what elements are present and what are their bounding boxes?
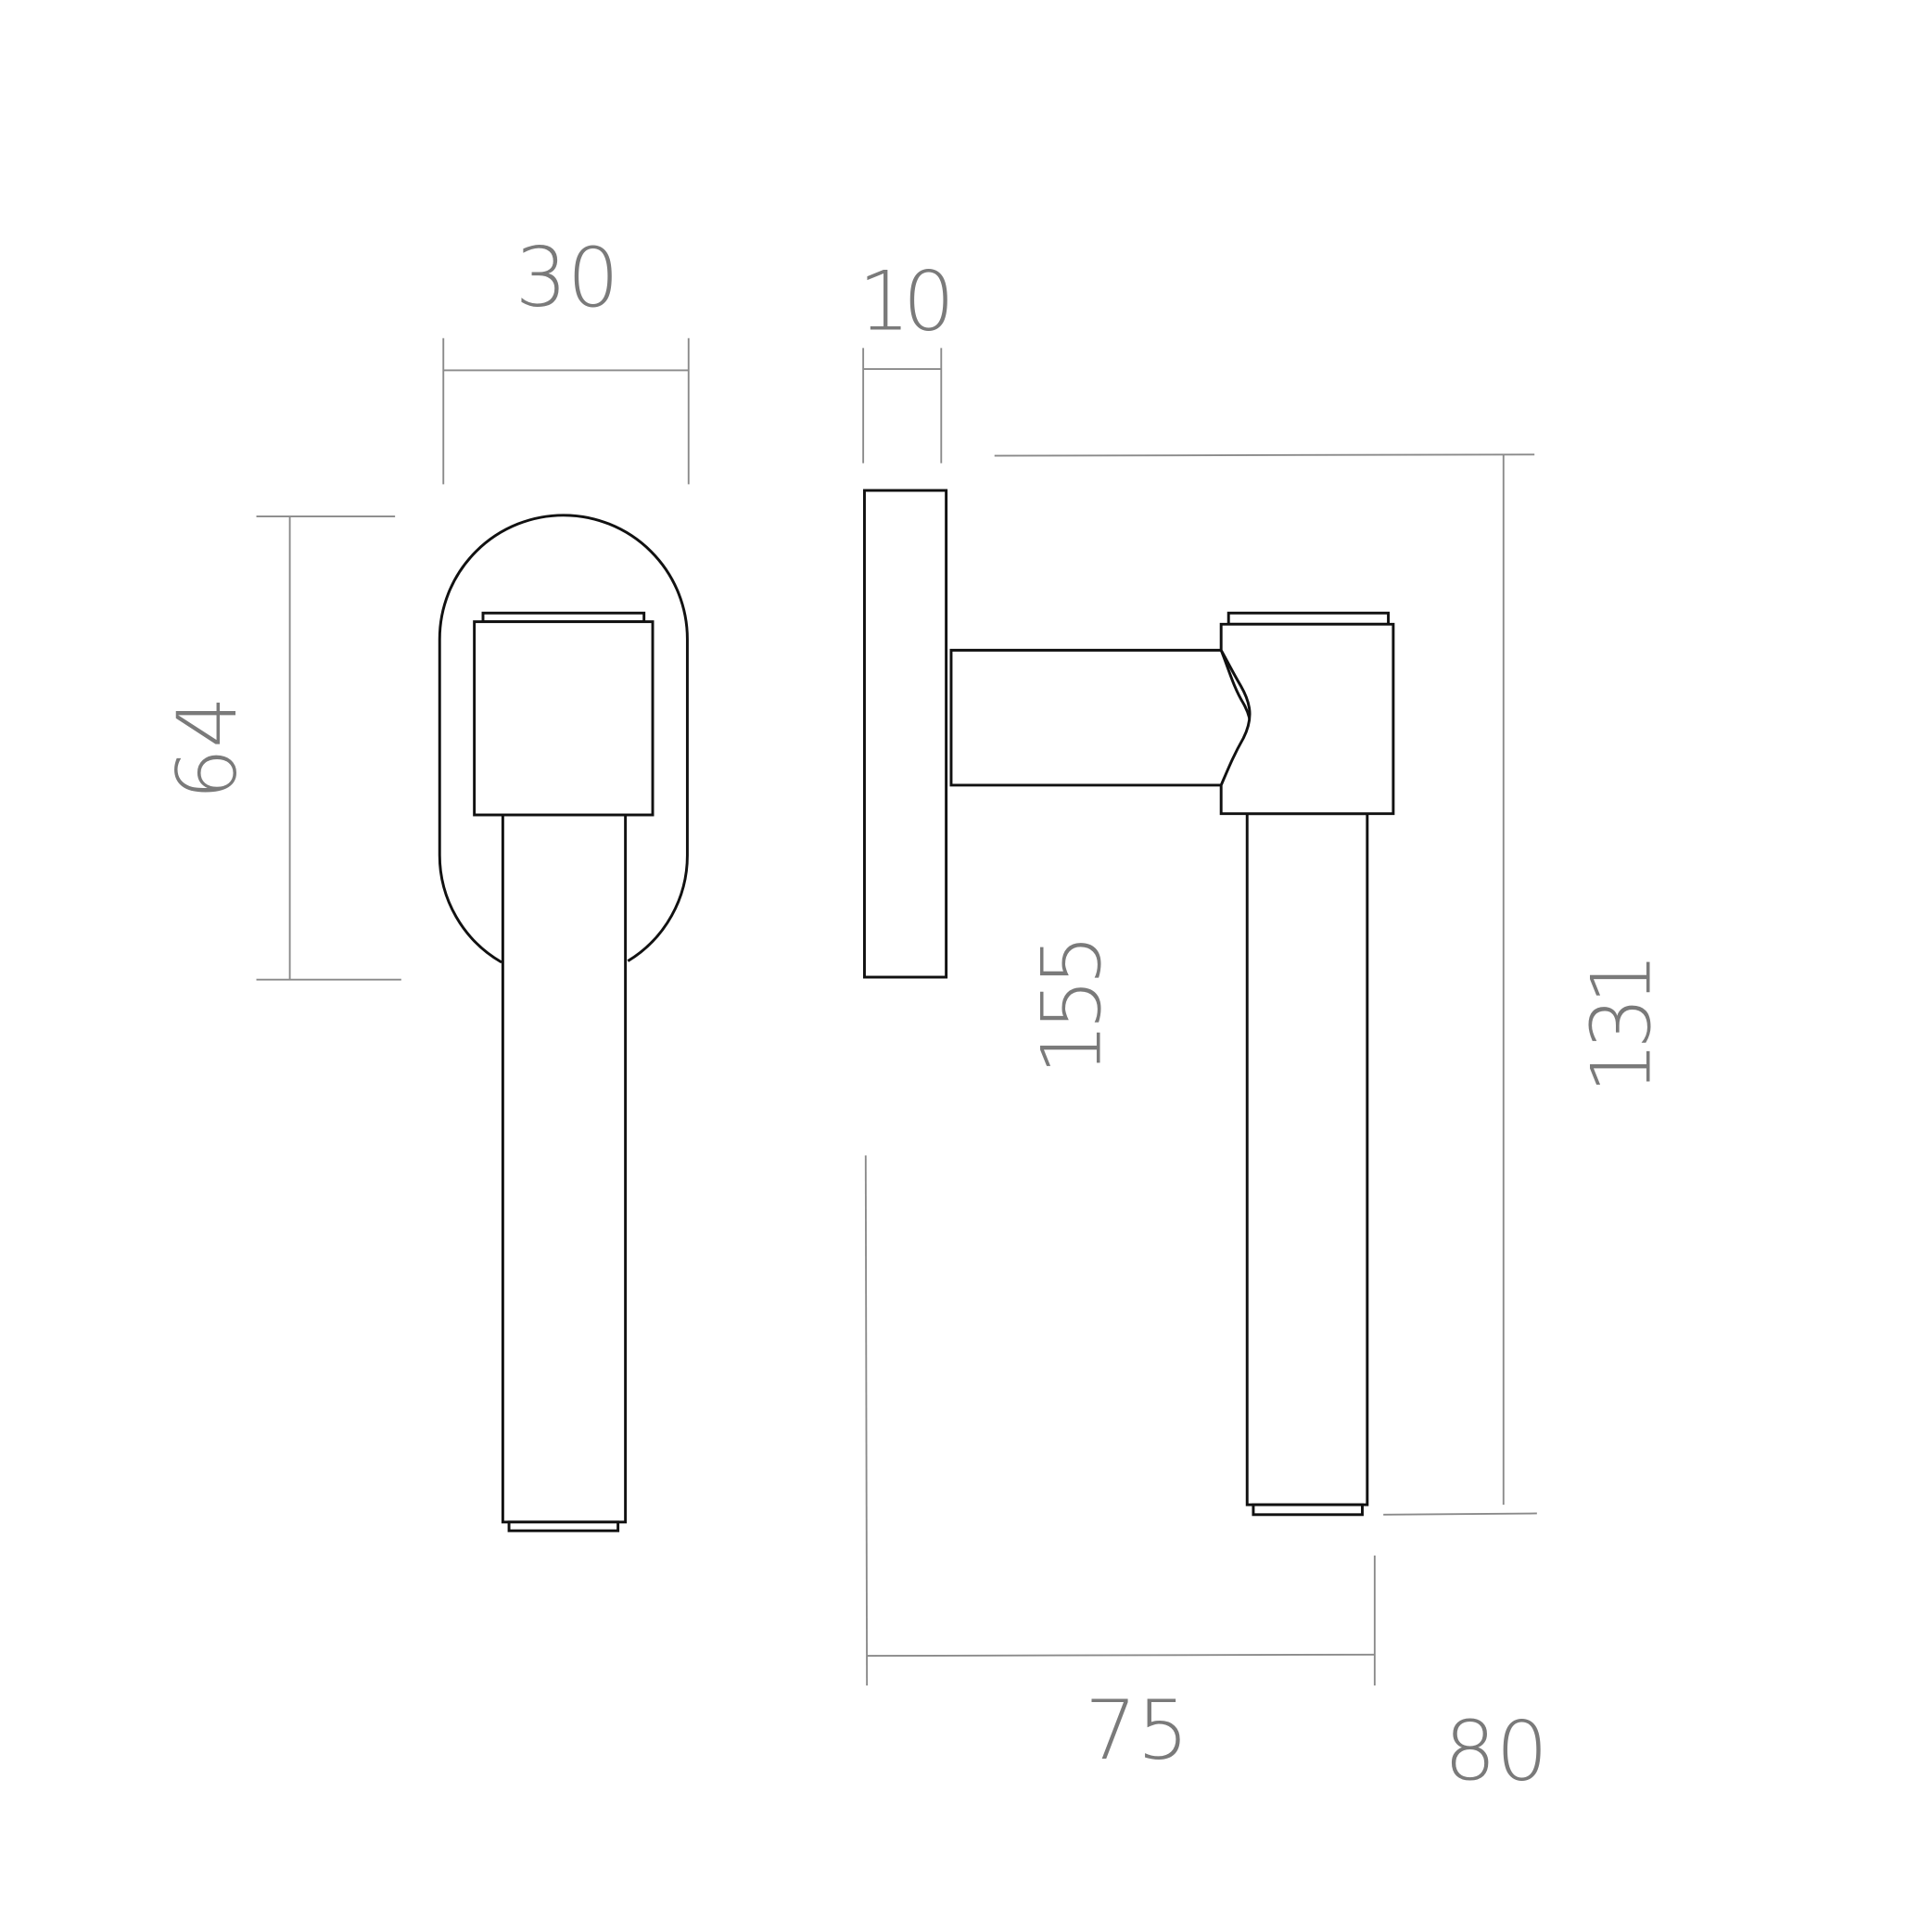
dimension-label-rose-height: 64 — [159, 696, 255, 800]
dimension-label-handle-height: 131 — [1573, 960, 1669, 1093]
dimension-label-width: 30 — [515, 230, 619, 325]
rose-side — [862, 489, 948, 979]
dimension-label-overall-projection: 80 — [1444, 1704, 1548, 1799]
front-view — [438, 514, 689, 1532]
lever-front — [501, 812, 628, 1524]
lever-side — [1245, 812, 1369, 1506]
dimension-label-total-length: 155 — [1023, 941, 1119, 1074]
side-view — [862, 489, 1395, 1517]
spindle-arm-side — [949, 648, 1252, 787]
lever-end-cap-side — [1252, 1503, 1364, 1517]
dimension-label-thickness: 10 — [858, 253, 947, 349]
dimension-label-projection: 75 — [1085, 1683, 1188, 1778]
hub-side — [1219, 622, 1395, 816]
dimension-lines — [256, 337, 1537, 1686]
lever-end-cap-front — [507, 1520, 620, 1532]
hub-front — [473, 620, 655, 817]
hub-cap-side — [1227, 611, 1391, 626]
